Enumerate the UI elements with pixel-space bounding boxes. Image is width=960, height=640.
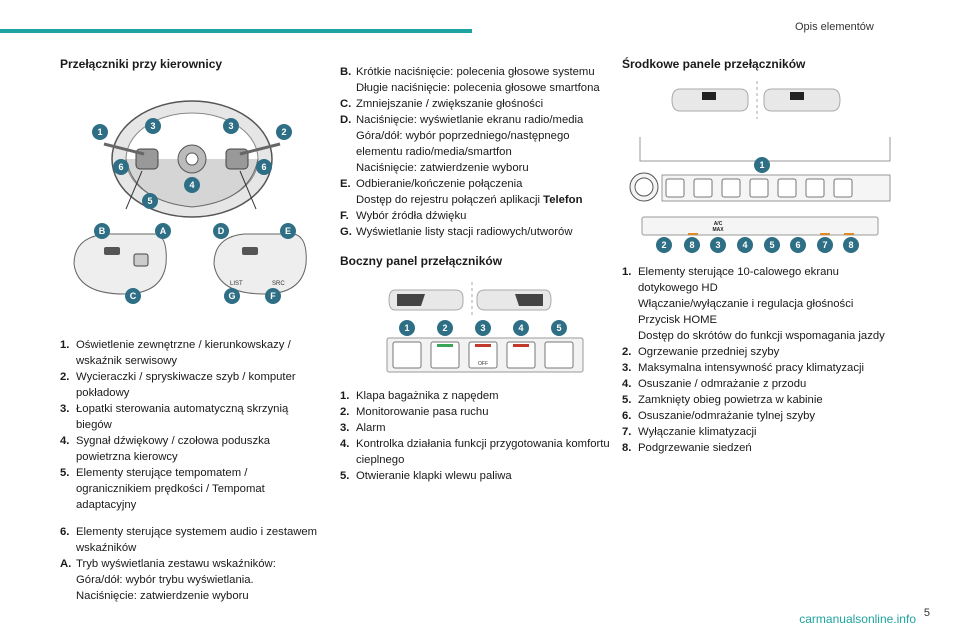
center-callout-1: 1 (759, 160, 764, 170)
list-item: 6.Osuszanie/odmrażanie tylnej szyby (622, 410, 816, 422)
ac-label-bottom: MAX (712, 227, 724, 233)
side-callout-3: 3 (480, 323, 485, 333)
callout-c: C (130, 291, 137, 301)
center-callout-4: 4 (742, 240, 747, 250)
list-item: 3.Alarm (340, 422, 386, 434)
callout-3-left: 3 (150, 121, 155, 131)
list-item: 4.Sygnał dźwiękowy / czołowa poduszka po… (60, 435, 271, 463)
section-title: Opis elementów (795, 21, 874, 33)
list-item: 8.Podgrzewanie siedzeń (622, 442, 752, 454)
list-item: 2.Wycieraczki / spryskiwacze szyb / komp… (60, 371, 296, 399)
list-item: C.Zmniejszanie / zwiększanie głośności (340, 98, 544, 110)
callout-d: D (218, 226, 225, 236)
wheel-label-src: SRC (272, 281, 285, 287)
callout-3-right: 3 (228, 121, 233, 131)
list-steering: 1.Oświetlenie zewnętrzne / kierunkowskaz… (60, 337, 322, 513)
callout-5: 5 (147, 196, 152, 206)
callout-4: 4 (189, 180, 194, 190)
heading-side-panel: Boczny panel przełączników (340, 254, 503, 268)
wheel-label-list: LIST (230, 281, 243, 287)
heading-center-panels: Środkowe panele przełączników (622, 57, 806, 71)
callout-6-right: 6 (261, 162, 266, 172)
list-item: 1.Oświetlenie zewnętrzne / kierunkowskaz… (60, 339, 291, 367)
column-center-panels: Środkowe panele przełączników (622, 57, 898, 456)
callout-g: G (228, 291, 235, 301)
list-center-panels: 1.Elementy sterujące 10-calowego ekranu … (622, 264, 898, 456)
column-middle: B.Krótkie naciśnięcie: polecenia głosowe… (340, 64, 610, 484)
list-item: 5.Elementy sterujące tempomatem / ograni… (60, 467, 265, 511)
side-callout-4: 4 (518, 323, 523, 333)
list-item: B.Krótkie naciśnięcie: polecenia głosowe… (340, 66, 600, 94)
list-item: 6.Elementy sterujące systemem audio i ze… (60, 526, 318, 554)
page-number: 5 (923, 607, 930, 619)
list-item: 5.Zamknięty obieg powietrza w kabinie (622, 394, 823, 406)
list-item: A.Tryb wyświetlania zestawu wskaźników: … (60, 558, 276, 602)
center-panel-illustration: A/C MAX 1 2 8 3 4 5 6 7 8 (622, 79, 892, 254)
center-callout-3: 3 (715, 240, 720, 250)
telefon-app-name: Telefon (543, 194, 583, 206)
list-side-panel: 1.Klapa bagażnika z napędem 2.Monitorowa… (340, 388, 610, 484)
list-item: G.Wyświetlanie listy stacji radiowych/ut… (340, 226, 573, 238)
header-accent-bar (0, 29, 472, 33)
steering-wheel-illustration: LIST SRC 1 2 3 3 6 6 4 5 (64, 89, 314, 329)
center-callout-2: 2 (661, 240, 666, 250)
callout-2: 2 (281, 127, 286, 137)
list-item: 4.Kontrolka działania funkcji przygotowa… (340, 438, 610, 466)
list-item: D.Naciśnięcie: wyświetlanie ekranu radio… (340, 114, 584, 174)
side-callout-5: 5 (556, 323, 561, 333)
callout-1: 1 (97, 127, 102, 137)
off-label: OFF (478, 361, 488, 367)
list-item: 2.Monitorowanie pasa ruchu (340, 406, 489, 418)
list-item: 3.Maksymalna intensywność pracy klimatyz… (622, 362, 865, 374)
center-callout-5: 5 (769, 240, 774, 250)
side-callout-1: 1 (404, 323, 409, 333)
side-callout-2: 2 (442, 323, 447, 333)
center-callout-8a: 8 (689, 240, 694, 250)
callout-b: B (99, 226, 106, 236)
callout-f: F (270, 291, 276, 301)
list-item: 1.Elementy sterujące 10-calowego ekranu … (622, 266, 885, 342)
list-item: 2.Ogrzewanie przedniej szyby (622, 346, 780, 358)
callout-a: A (160, 226, 167, 236)
callout-6-left: 6 (118, 162, 123, 172)
list-item: 5.Otwieranie klapki wlewu paliwa (340, 470, 512, 482)
side-panel-illustration: OFF 1 2 3 4 5 (375, 278, 595, 378)
list-steering-2: 6.Elementy sterujące systemem audio i ze… (60, 524, 322, 604)
list-item: 3.Łopatki sterowania automatyczną skrzyn… (60, 403, 289, 431)
center-callout-7: 7 (822, 240, 827, 250)
list-item: F.Wybór źródła dźwięku (340, 210, 467, 222)
heading-steering-switches: Przełączniki przy kierownicy (60, 57, 223, 71)
list-item: 1.Klapa bagażnika z napędem (340, 390, 499, 402)
list-steering-continued: B.Krótkie naciśnięcie: polecenia głosowe… (340, 64, 610, 240)
list-item: 4.Osuszanie / odmrażanie z przodu (622, 378, 807, 390)
list-item: 7.Wyłączanie klimatyzacji (622, 426, 757, 438)
center-callout-8b: 8 (848, 240, 853, 250)
ac-label-top: A/C (714, 221, 723, 227)
footer-watermark[interactable]: carmanualsonline.info (799, 612, 916, 626)
center-callout-6: 6 (795, 240, 800, 250)
callout-e: E (285, 226, 291, 236)
column-steering: Przełączniki przy kierownicy LIST (60, 57, 322, 604)
